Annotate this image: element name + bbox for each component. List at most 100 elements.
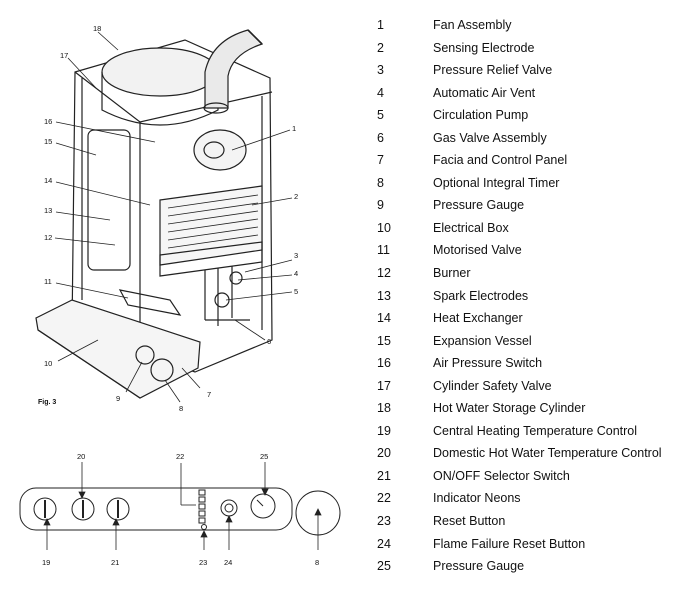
legend-label: Pressure Gauge xyxy=(433,198,525,213)
callout-24: 24 xyxy=(224,558,232,567)
legend-row: 24 Flame Failure Reset Button xyxy=(370,533,688,556)
callout-13: 13 xyxy=(44,206,52,215)
control-panel xyxy=(19,487,293,531)
callout-12: 12 xyxy=(44,233,52,242)
callout-20: 20 xyxy=(77,452,85,461)
legend-row: 1 Fan Assembly xyxy=(370,14,688,37)
callout-17: 17 xyxy=(60,51,68,60)
legend-number: 9 xyxy=(377,198,384,213)
callout-22: 22 xyxy=(176,452,184,461)
legend-number: 23 xyxy=(377,514,391,529)
legend-row: 12 Burner xyxy=(370,262,688,285)
legend-row: 20 Domestic Hot Water Temperature Control xyxy=(370,442,688,465)
callout-5: 5 xyxy=(294,287,298,296)
legend-label: Fan Assembly xyxy=(433,18,512,32)
legend-number: 13 xyxy=(377,288,391,303)
legend-row: 9 Pressure Gauge xyxy=(370,194,688,217)
callout-25: 25 xyxy=(260,452,268,461)
callout-6: 6 xyxy=(267,337,271,346)
legend-row: 18 Hot Water Storage Cylinder xyxy=(370,397,688,420)
legend-label: Cylinder Safety Valve xyxy=(433,378,552,393)
legend-number: 10 xyxy=(377,220,391,235)
callout-16: 16 xyxy=(44,117,52,126)
legend-label: Central Heating Temperature Control xyxy=(433,423,638,438)
callout-14: 14 xyxy=(44,176,52,185)
legend-row: 19 Central Heating Temperature Control xyxy=(370,420,688,443)
callout-8: 8 xyxy=(179,404,183,413)
callout-10: 10 xyxy=(44,359,52,368)
reset-button xyxy=(201,524,207,530)
legend-number: 15 xyxy=(377,333,391,348)
legend-number: 6 xyxy=(377,130,384,145)
legend-label: Reset Button xyxy=(433,514,506,529)
callout-23: 23 xyxy=(199,558,207,567)
callout-19: 19 xyxy=(42,558,50,567)
callout-11: 11 xyxy=(44,277,52,286)
fan-assembly xyxy=(193,129,247,171)
legend-number: 24 xyxy=(377,536,391,551)
legend-label: Electrical Box xyxy=(433,220,509,235)
legend-number: 21 xyxy=(377,468,391,483)
legend-number: 4 xyxy=(377,85,384,100)
callout-9: 9 xyxy=(116,394,120,403)
legend-label: Circulation Pump xyxy=(433,108,529,123)
callout-15: 15 xyxy=(44,137,52,146)
legend-number: 12 xyxy=(377,266,391,281)
ch-temp-knob xyxy=(33,497,57,521)
callout-3: 3 xyxy=(294,251,298,260)
callout-labels: 1 2 3 4 5 6 7 8 9 10 11 12 13 14 15 16 1… xyxy=(44,24,298,413)
legend-number: 1 xyxy=(377,18,384,32)
legend-number: 7 xyxy=(377,153,384,168)
legend-label: Air Pressure Switch xyxy=(433,356,543,371)
legend-label: Automatic Air Vent xyxy=(433,85,536,100)
callout-8-timer: 8 xyxy=(315,558,319,567)
panel-callout-labels: 20 19 21 22 23 24 25 8 xyxy=(42,452,319,567)
legend-label: Hot Water Storage Cylinder xyxy=(433,401,586,416)
gas-valve-pipes xyxy=(204,266,250,326)
legend-row: 13 Spark Electrodes xyxy=(370,285,688,308)
legend-number: 25 xyxy=(377,559,391,574)
hot-water-cylinder-top xyxy=(101,47,219,97)
legend-label: Indicator Neons xyxy=(433,491,521,506)
legend-row: 6 Gas Valve Assembly xyxy=(370,127,688,150)
legend-label: Spark Electrodes xyxy=(433,288,529,303)
legend-row: 7 Facia and Control Panel xyxy=(370,149,688,172)
legend-label: Flame Failure Reset Button xyxy=(433,536,586,551)
expansion-vessel xyxy=(87,129,131,271)
callout-21: 21 xyxy=(111,558,119,567)
legend-label: Pressure Gauge xyxy=(433,559,525,574)
legend-row: 4 Automatic Air Vent xyxy=(370,82,688,105)
dhw-temp-knob xyxy=(71,497,95,521)
legend-label: Burner xyxy=(433,266,471,281)
legend-row: 11 Motorised Valve xyxy=(370,239,688,262)
legend-number: 20 xyxy=(377,446,391,461)
legend-label: Optional Integral Timer xyxy=(433,175,560,190)
legend-label: Gas Valve Assembly xyxy=(433,130,547,145)
callout-2: 2 xyxy=(294,192,298,201)
legend-row: 23 Reset Button xyxy=(370,510,688,533)
legend-label: Domestic Hot Water Temperature Control xyxy=(433,446,662,461)
selector-switch xyxy=(106,497,130,521)
legend-label: Motorised Valve xyxy=(433,243,522,258)
legend-number: 14 xyxy=(377,311,391,326)
legend-number: 19 xyxy=(377,423,391,438)
callout-7: 7 xyxy=(207,390,211,399)
burner xyxy=(159,241,263,277)
callout-1: 1 xyxy=(292,124,296,133)
boiler-illustration: 1 2 3 4 5 6 7 8 9 10 11 12 13 14 15 16 1… xyxy=(19,24,341,567)
indicator-neons xyxy=(198,489,206,524)
legend-label: Facia and Control Panel xyxy=(433,153,568,168)
legend-number: 18 xyxy=(377,401,391,416)
flame-reset-button xyxy=(220,499,238,517)
legend-number: 11 xyxy=(377,243,390,258)
legend-row: 8 Optional Integral Timer xyxy=(370,172,688,195)
legend-number: 8 xyxy=(377,175,384,190)
legend-label: Pressure Relief Valve xyxy=(433,63,553,78)
legend-number: 17 xyxy=(377,378,391,393)
legend-label: Sensing Electrode xyxy=(433,40,535,55)
